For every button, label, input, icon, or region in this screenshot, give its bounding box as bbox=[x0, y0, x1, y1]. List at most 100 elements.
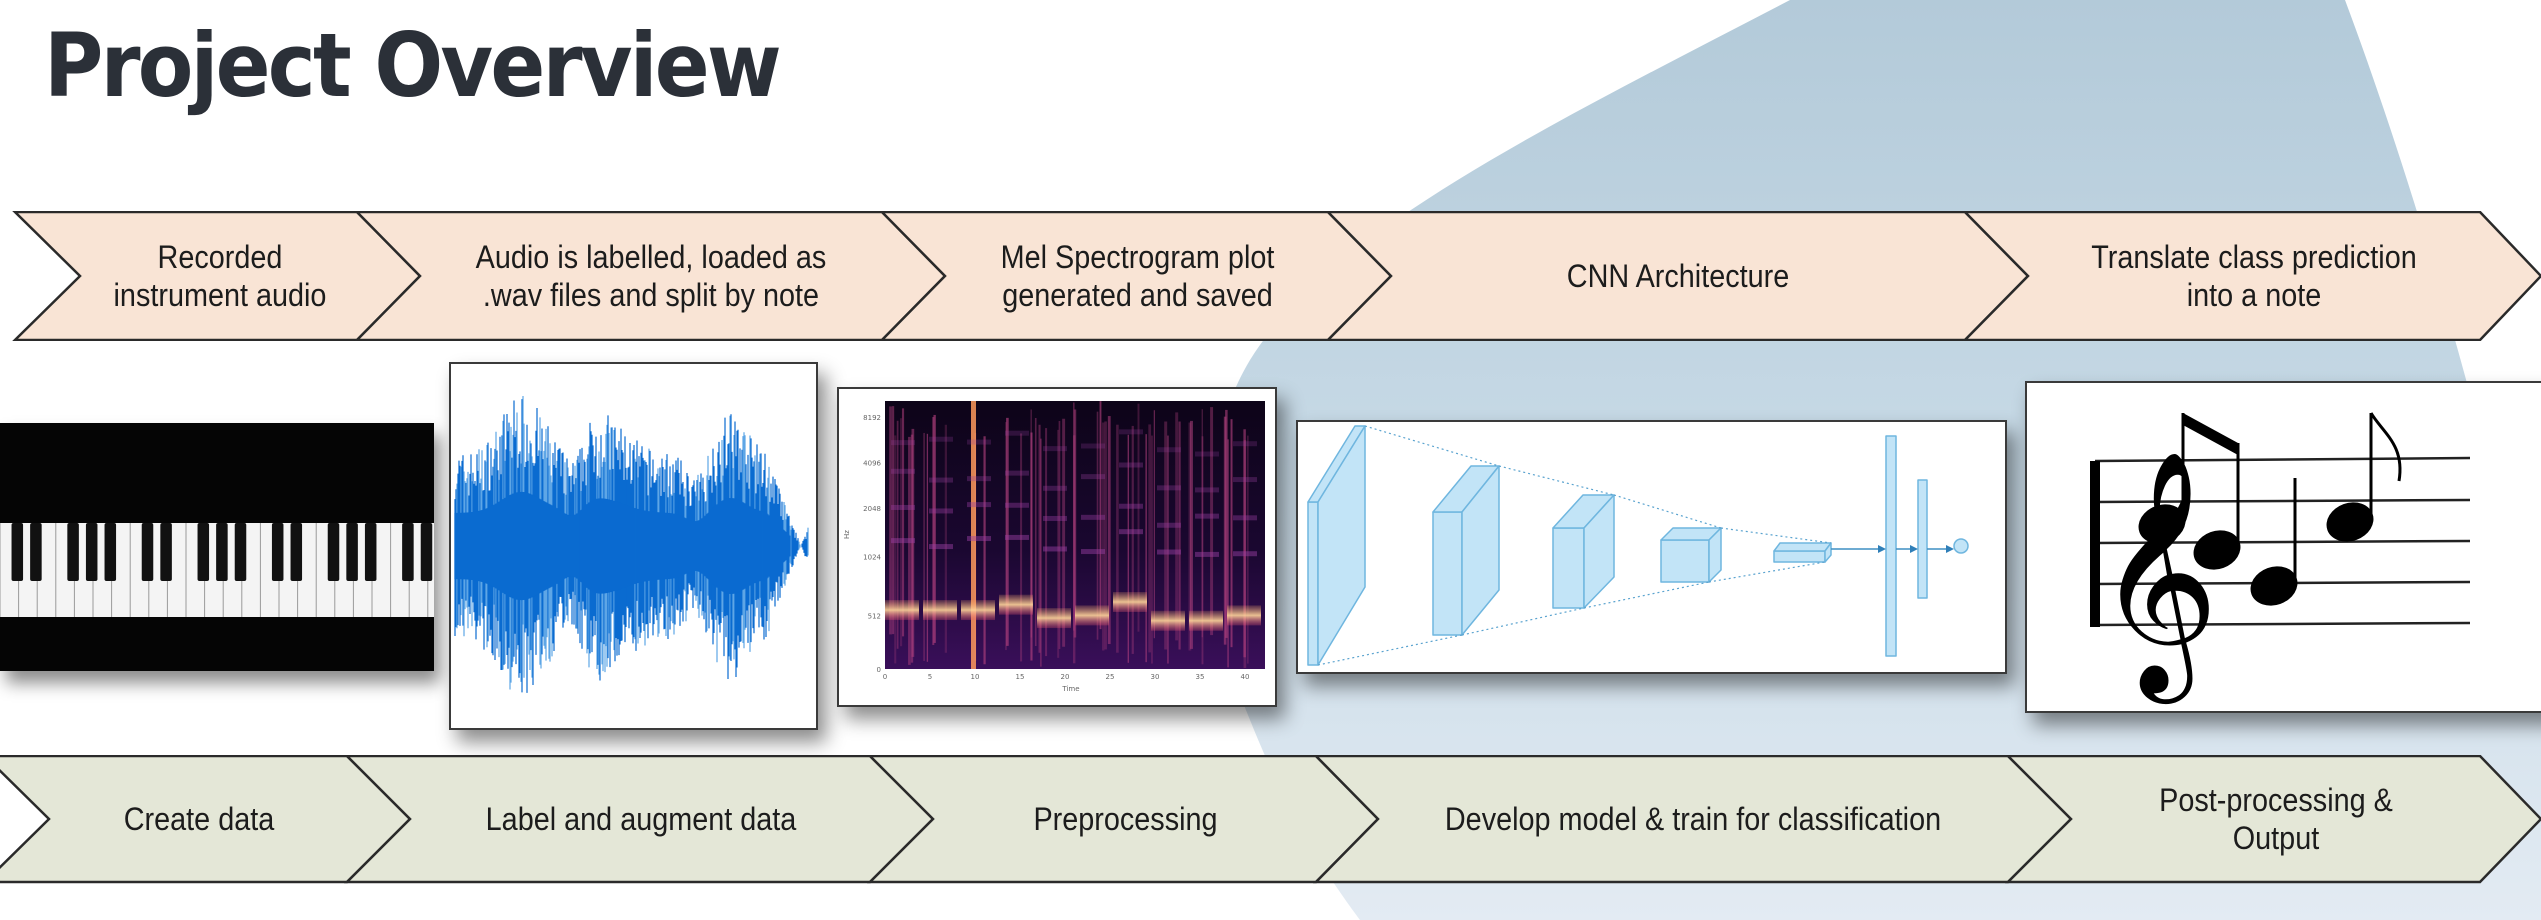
spectrogram-streak bbox=[923, 432, 925, 661]
spectrogram-streak bbox=[901, 408, 905, 637]
spectrogram-harmonic bbox=[929, 508, 953, 514]
spectrogram-harmonic bbox=[1195, 551, 1219, 557]
piano-black-key bbox=[160, 523, 172, 581]
spectrogram-streak bbox=[1005, 422, 1007, 651]
spectrogram-xtick: 30 bbox=[1151, 673, 1160, 681]
note-stems bbox=[2181, 413, 2373, 579]
piano-black-key bbox=[402, 523, 414, 581]
note-heads bbox=[2138, 502, 2374, 606]
spectrogram-streak bbox=[894, 435, 897, 664]
spectrogram-streak bbox=[1137, 403, 1140, 632]
cnn-connections bbox=[1317, 425, 1832, 666]
note-flag bbox=[2369, 412, 2402, 482]
spectrogram-streak bbox=[1167, 435, 1169, 664]
spectrogram-streak bbox=[1131, 425, 1134, 654]
piano-black-key bbox=[141, 523, 154, 581]
spectrogram-xtick: 40 bbox=[1241, 673, 1250, 681]
spectrogram-harmonic bbox=[1043, 546, 1067, 552]
spectrogram-xtick: 0 bbox=[883, 673, 887, 681]
piano-keyboard-image bbox=[0, 423, 434, 671]
piano-black-key bbox=[67, 523, 79, 581]
bottom-row-chevrons bbox=[0, 755, 2541, 884]
spectrogram-streak bbox=[926, 433, 929, 662]
piano-black-key bbox=[271, 523, 284, 581]
spectrogram-harmonic bbox=[1233, 515, 1257, 521]
staff-barline bbox=[2090, 461, 2100, 627]
spectrogram-streak bbox=[1062, 418, 1066, 647]
cnn-dense-layer-2 bbox=[1917, 479, 1928, 599]
bottom-step-5-label: Post-processing &Output bbox=[2159, 782, 2393, 856]
spectrogram-harmonic bbox=[1195, 513, 1219, 519]
spectrogram-streak bbox=[1247, 435, 1249, 664]
cnn-dense-layer-1 bbox=[1885, 435, 1897, 657]
spectrogram-streak bbox=[1020, 433, 1023, 662]
spectrogram-streak bbox=[1201, 409, 1203, 638]
spectrogram-streak bbox=[899, 418, 903, 647]
spectrogram-streak bbox=[1102, 422, 1105, 651]
top-chevron-5 bbox=[1962, 211, 2541, 341]
bottom-process-row: Create data Label and augment data Prepr… bbox=[0, 755, 2541, 885]
spectrogram-streak bbox=[1190, 420, 1193, 649]
spectrogram-harmonic bbox=[929, 544, 953, 550]
bottom-step-2-label: Label and augment data bbox=[485, 801, 797, 837]
spectrogram-harmonic bbox=[1005, 470, 1029, 476]
spectrogram-band bbox=[923, 600, 957, 621]
spectrogram-harmonic bbox=[891, 504, 915, 510]
spectrogram-harmonic bbox=[891, 468, 915, 474]
top-step-4-label: CNN Architecture bbox=[1566, 258, 1790, 294]
spectrogram-streak bbox=[1038, 424, 1041, 653]
spectrogram-ytick: 8192 bbox=[863, 414, 881, 422]
spectrogram-harmonic bbox=[929, 477, 953, 483]
spectrogram-harmonic bbox=[1233, 551, 1257, 557]
spectrogram-ytick: 0 bbox=[877, 666, 881, 674]
cnn-conv-block-1 bbox=[1307, 425, 1366, 666]
piano-black-key bbox=[104, 523, 117, 581]
spectrogram-streak bbox=[911, 428, 915, 657]
note-beam bbox=[2183, 413, 2238, 455]
spectrogram-streak bbox=[1164, 421, 1168, 650]
spectrogram-harmonic bbox=[1157, 522, 1181, 528]
sheet-music-image: 𝄞 bbox=[2025, 381, 2541, 713]
spectrogram-streak bbox=[908, 436, 911, 665]
spectrogram-band bbox=[1151, 610, 1185, 631]
spectrogram-xtick: 35 bbox=[1196, 673, 1205, 681]
bottom-step-4-label: Develop model & train for classification bbox=[1444, 801, 1942, 837]
piano-black-key bbox=[420, 523, 433, 581]
piano-black-key bbox=[234, 523, 247, 581]
spectrogram-xtick: 25 bbox=[1106, 673, 1115, 681]
spectrogram-xtick: 10 bbox=[971, 673, 980, 681]
spectrogram-streak bbox=[944, 424, 948, 653]
spectrogram-streak bbox=[1148, 424, 1152, 653]
spectrogram-harmonic bbox=[1005, 430, 1029, 436]
spectrogram-streak bbox=[1072, 435, 1076, 664]
spectrogram-harmonic bbox=[1157, 549, 1181, 555]
spectrogram-ytick: 512 bbox=[868, 612, 881, 620]
spectrogram-xtick: 15 bbox=[1016, 673, 1025, 681]
cnn-conv-block-2 bbox=[1432, 465, 1500, 636]
spectrogram-harmonic bbox=[967, 502, 991, 508]
spectrogram-band bbox=[1113, 592, 1147, 612]
spectrogram-streak bbox=[1006, 417, 1009, 646]
spectrogram-harmonic bbox=[1081, 514, 1105, 520]
spectrogram-streak bbox=[1057, 429, 1060, 658]
spectrogram-streak bbox=[1188, 422, 1192, 651]
cnn-conv-block-5 bbox=[1773, 542, 1832, 563]
spectrogram-harmonic bbox=[967, 439, 991, 445]
piano-black-key bbox=[30, 523, 42, 581]
spectrogram-harmonic bbox=[1233, 477, 1257, 483]
spectrogram-band bbox=[1075, 605, 1109, 626]
spectrogram-streak bbox=[1096, 411, 1099, 640]
spectrogram-streak bbox=[889, 406, 892, 635]
spectrogram-streak bbox=[1243, 440, 1247, 669]
spectrogram-ylabel: Hz bbox=[843, 530, 851, 539]
spectrogram-harmonic bbox=[1119, 529, 1143, 535]
music-notes: 𝄞 bbox=[2090, 412, 2471, 704]
bottom-step-3-label: Preprocessing bbox=[1033, 801, 1218, 837]
spectrogram-xtick: 20 bbox=[1061, 673, 1070, 681]
spectrogram-harmonic bbox=[1081, 443, 1105, 449]
spectrogram-streak bbox=[1116, 424, 1119, 653]
spectrogram-streak bbox=[1201, 436, 1204, 665]
spectrogram-band bbox=[999, 594, 1033, 615]
